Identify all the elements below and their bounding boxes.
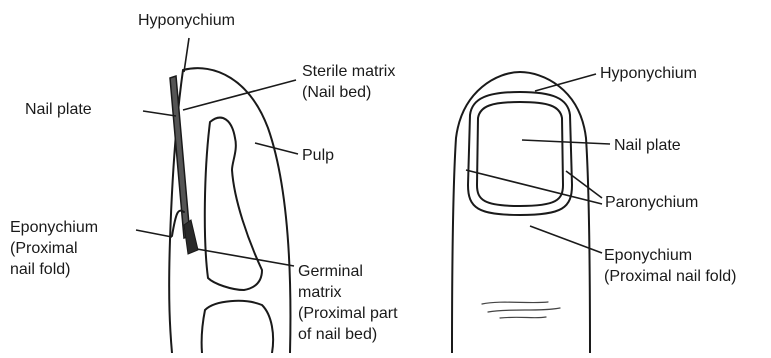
side-middle-phalanx	[202, 301, 273, 353]
label-side-germinal-matrix: Germinal matrix (Proximal part of nail b…	[298, 261, 398, 345]
label-side-pulp: Pulp	[302, 145, 334, 166]
label-side-hyponychium: Hyponychium	[138, 10, 235, 31]
label-side-eponychium-line1: Eponychium	[10, 217, 98, 238]
label-side-germinal-matrix-line3: (Proximal part	[298, 303, 398, 324]
leader-side-germinal-matrix	[197, 249, 294, 266]
top-view-finger	[452, 72, 590, 353]
side-view-finger	[169, 68, 290, 353]
label-top-eponychium-line1: Eponychium	[604, 245, 736, 266]
leader-side-pulp	[255, 143, 298, 154]
label-side-eponychium: Eponychium (Proximal nail fold)	[10, 217, 98, 280]
top-nail-bed-outline	[468, 92, 572, 215]
label-side-germinal-matrix-line2: matrix	[298, 282, 398, 303]
label-side-sterile-matrix-line2: (Nail bed)	[302, 82, 395, 103]
label-side-eponychium-line3: nail fold)	[10, 259, 98, 280]
leader-top-nail-plate	[522, 140, 610, 144]
leader-top-eponychium	[530, 226, 602, 253]
label-side-germinal-matrix-line1: Germinal	[298, 261, 398, 282]
leader-side-hyponychium	[184, 38, 189, 72]
leader-side-nail-plate	[143, 111, 176, 116]
top-knuckle-crease-2	[488, 308, 560, 312]
leader-top-paronychium-left	[466, 170, 602, 204]
side-germinal-matrix	[184, 220, 198, 254]
top-knuckle-crease-3	[500, 317, 546, 318]
label-top-paronychium: Paronychium	[605, 192, 698, 213]
label-side-nail-plate: Nail plate	[25, 99, 92, 120]
label-side-sterile-matrix-line1: Sterile matrix	[302, 61, 395, 82]
side-distal-phalanx	[205, 118, 262, 290]
label-top-nail-plate: Nail plate	[614, 135, 681, 156]
label-side-sterile-matrix: Sterile matrix (Nail bed)	[302, 61, 395, 103]
top-knuckle-crease-1	[482, 302, 548, 304]
label-top-eponychium: Eponychium (Proximal nail fold)	[604, 245, 736, 287]
label-top-eponychium-line2: (Proximal nail fold)	[604, 266, 736, 287]
label-top-hyponychium: Hyponychium	[600, 63, 697, 84]
label-side-eponychium-line2: (Proximal	[10, 238, 98, 259]
leader-side-eponychium	[136, 230, 172, 237]
label-side-germinal-matrix-line4: of nail bed)	[298, 324, 398, 345]
